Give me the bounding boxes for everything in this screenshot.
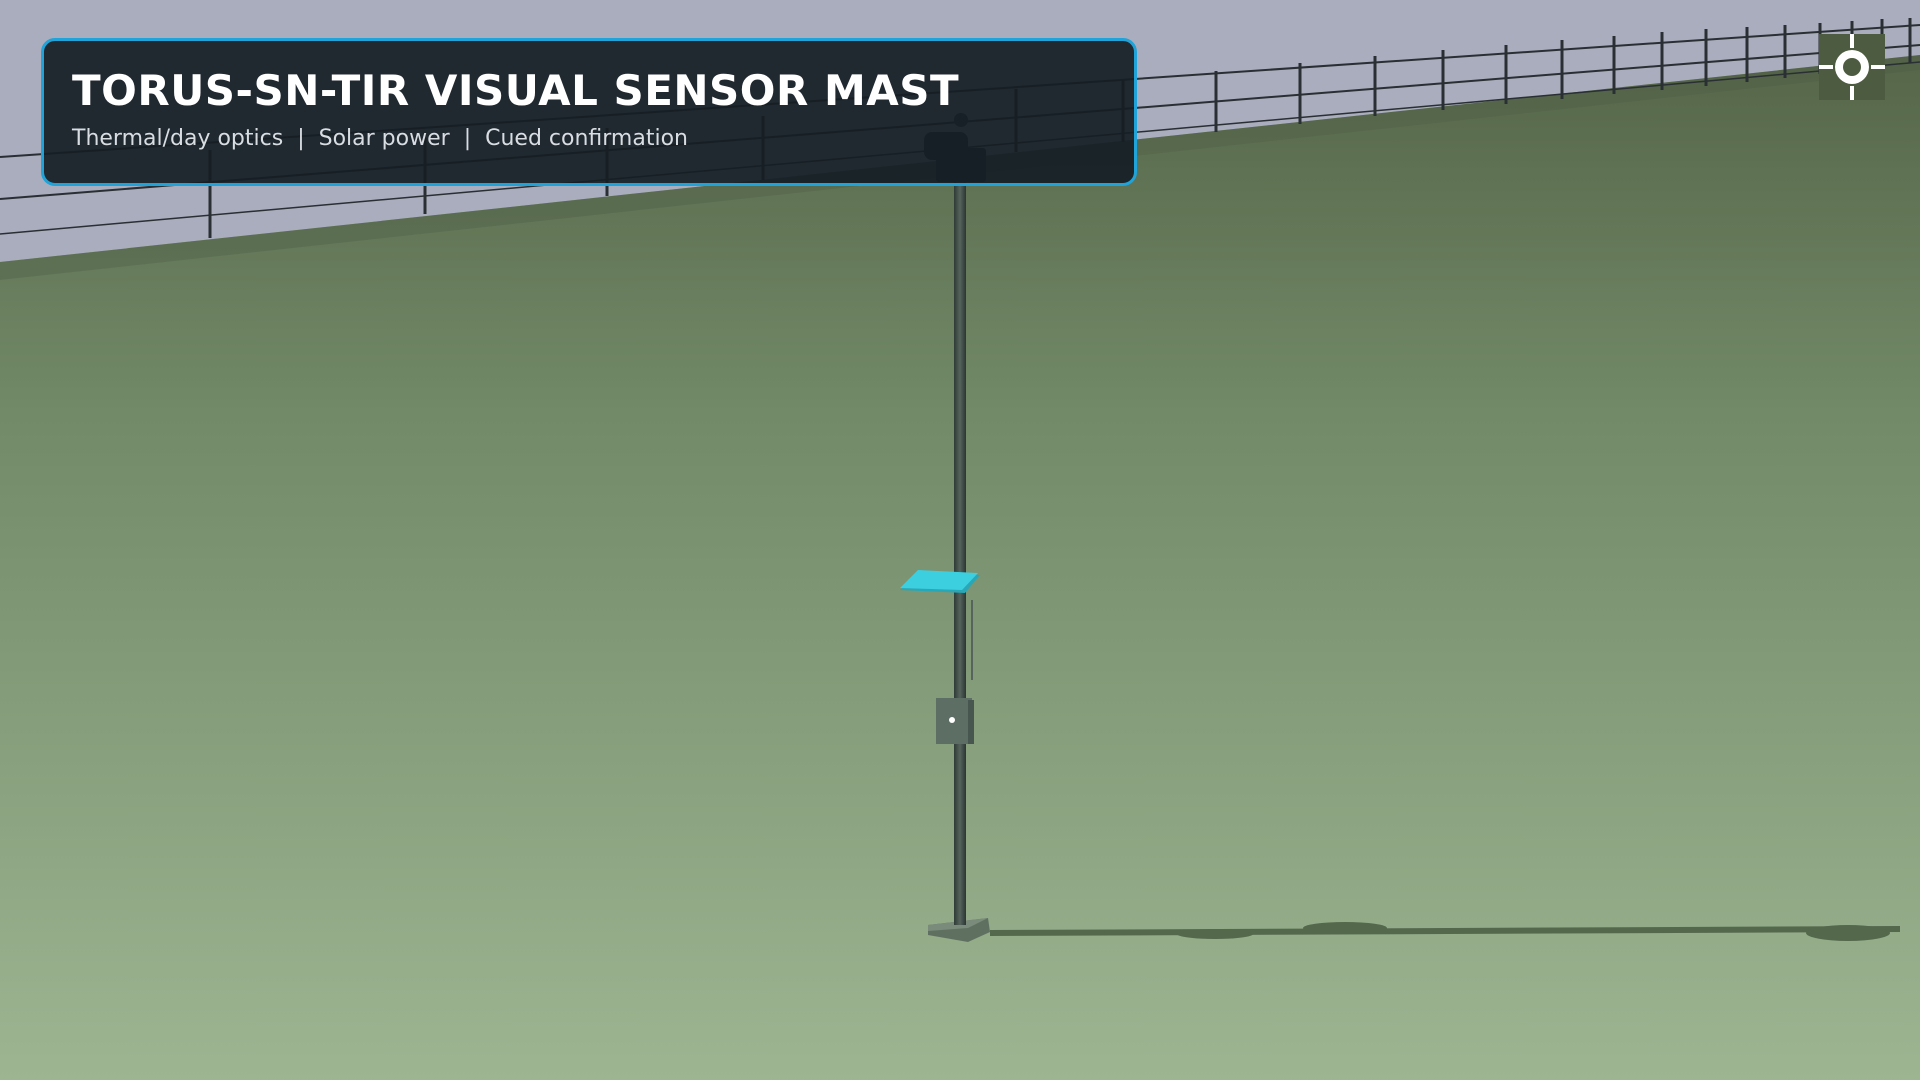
mast-shadow [990, 922, 1900, 941]
feature-cued-confirmation: Cued confirmation [485, 126, 688, 151]
junction-box [936, 698, 974, 744]
mast-pole [954, 165, 966, 925]
feature-thermal-optics: Thermal/day optics [72, 126, 284, 151]
crosshair-locate-icon [1819, 34, 1885, 100]
feature-separator: | [297, 126, 305, 151]
sensor-info-card: TORUS-SN-TIR VISUAL SENSOR MAST Thermal/… [41, 38, 1137, 186]
solar-panel [900, 570, 980, 680]
sensor-feature-list: Thermal/day optics | Solar power | Cued conf… [72, 125, 1134, 153]
feature-solar-power: Solar power [318, 126, 450, 151]
sensor-title: TORUS-SN-TIR VISUAL SENSOR MAST [72, 66, 960, 115]
feature-separator: | [463, 126, 472, 151]
locate-button[interactable] [1819, 34, 1885, 100]
